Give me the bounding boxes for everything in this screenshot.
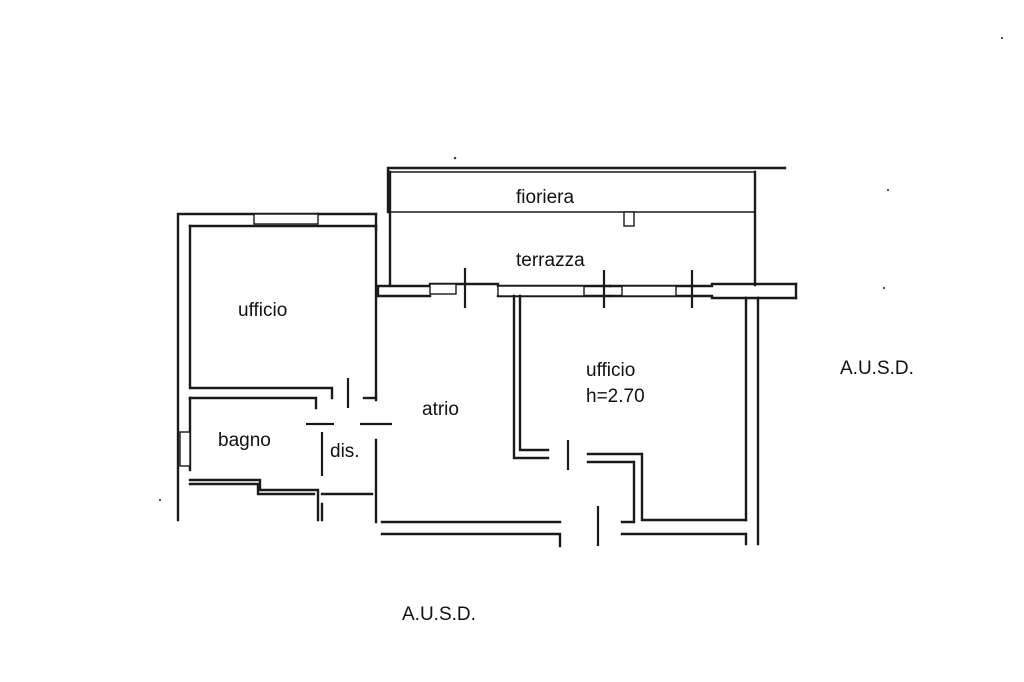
scan-speck xyxy=(453,156,457,160)
window-bagno xyxy=(179,431,191,467)
label-atrio: atrio xyxy=(422,399,459,420)
facade-north-1 xyxy=(376,284,432,298)
west-facade-outer xyxy=(176,212,320,522)
label-ufficio-right: ufficio xyxy=(586,360,635,381)
south-facade-right xyxy=(620,532,748,546)
scan-speck xyxy=(1000,36,1004,40)
ufficio-left-inner xyxy=(188,224,334,400)
window-atrio xyxy=(429,283,457,295)
label-bagno: bagno xyxy=(218,430,271,451)
label-neighbor-east: A.U.S.D. xyxy=(840,358,914,379)
window-ufficio-left xyxy=(253,213,319,225)
building-walls xyxy=(176,212,798,548)
label-fioriera: fioriera xyxy=(516,187,575,208)
label-terrazza: terrazza xyxy=(516,250,585,271)
terrace-block xyxy=(386,166,787,287)
label-dis: dis. xyxy=(330,441,360,462)
ufficio-right-south-wall xyxy=(586,452,748,522)
atrio-south-outer xyxy=(380,532,562,548)
bagno-south-wall xyxy=(188,478,320,522)
label-ufficio-left: ufficio xyxy=(238,300,287,321)
window-ufficio-2 xyxy=(621,285,677,297)
ufficio-right-west-inner xyxy=(518,294,550,452)
scan-speck xyxy=(886,188,890,192)
bagno-south-inner xyxy=(188,482,316,496)
label-ufficio-right-height: h=2.70 xyxy=(586,386,645,407)
scan-speck xyxy=(882,286,886,290)
window-ufficio-1 xyxy=(497,285,585,297)
drain-mark xyxy=(623,211,635,227)
ufficio-right-west-wall xyxy=(512,294,550,460)
bagno-north-wall xyxy=(188,396,318,410)
scan-speck xyxy=(158,498,162,502)
terrace-outline xyxy=(386,166,787,214)
ufficio-right-south-inner xyxy=(586,460,636,524)
label-neighbor-south: A.U.S.D. xyxy=(402,604,476,625)
